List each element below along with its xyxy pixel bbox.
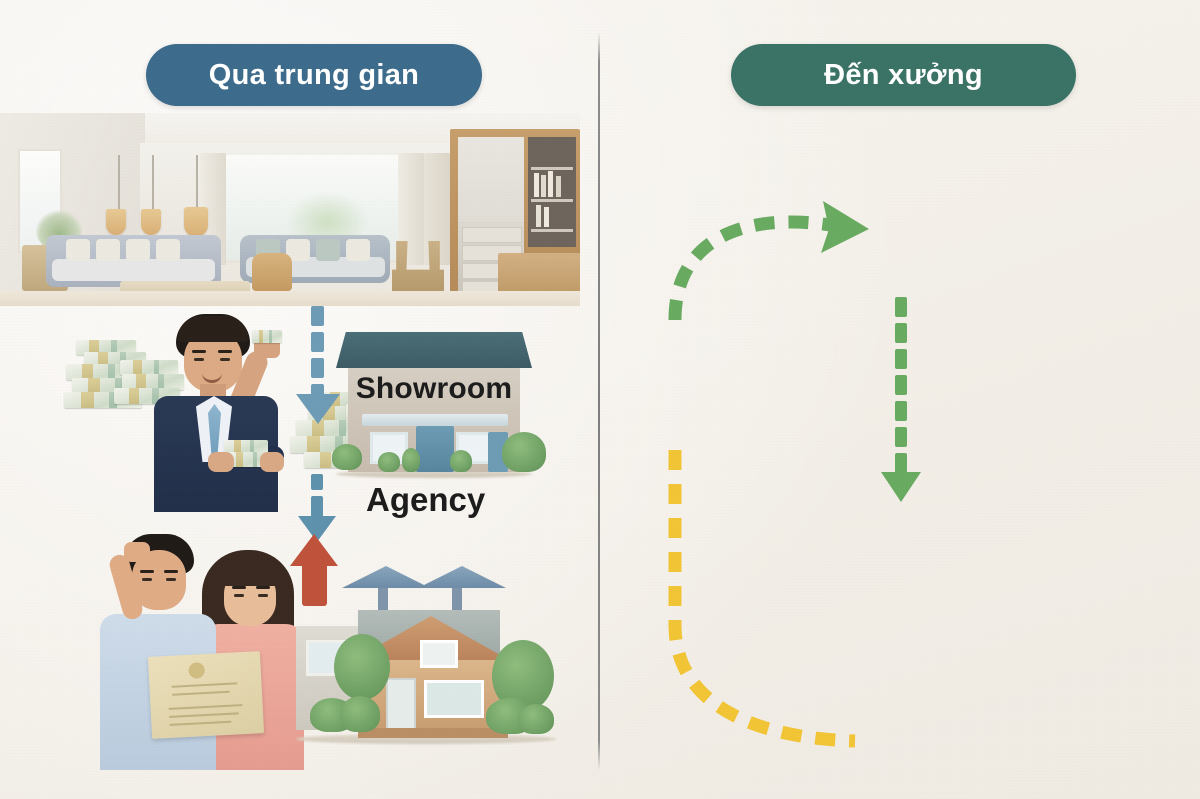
agency-label: Agency bbox=[366, 481, 486, 518]
path-curve-to-house bbox=[668, 450, 856, 748]
vertical-divider bbox=[598, 32, 600, 770]
panel-through-agency: Qua trung gian bbox=[0, 0, 598, 799]
couple-with-contract bbox=[98, 528, 308, 770]
cash-stack-group bbox=[62, 330, 192, 420]
pendant-lamp-icon bbox=[106, 209, 126, 235]
arrow-curve-to-factory bbox=[668, 201, 869, 321]
badge-den-xuong: Đến xưởng bbox=[731, 44, 1076, 106]
showroom-building: Showroom bbox=[332, 332, 546, 480]
badge-right-label: Đến xưởng bbox=[824, 58, 983, 91]
showroom-sign-text: Showroom bbox=[355, 372, 513, 405]
living-room-photo bbox=[0, 113, 580, 306]
badge-qua-trung-gian: Qua trung gian bbox=[146, 44, 482, 106]
badge-left-label: Qua trung gian bbox=[208, 58, 420, 91]
pendant-lamp-icon bbox=[184, 207, 208, 237]
panel-direct-workshop: Đến xưởng bbox=[600, 0, 1200, 799]
seal-icon bbox=[188, 662, 206, 679]
businessman-with-cash bbox=[130, 312, 320, 512]
agency-resale-house bbox=[296, 548, 556, 760]
property-document bbox=[147, 651, 265, 739]
pendant-lamp-icon bbox=[141, 209, 161, 235]
